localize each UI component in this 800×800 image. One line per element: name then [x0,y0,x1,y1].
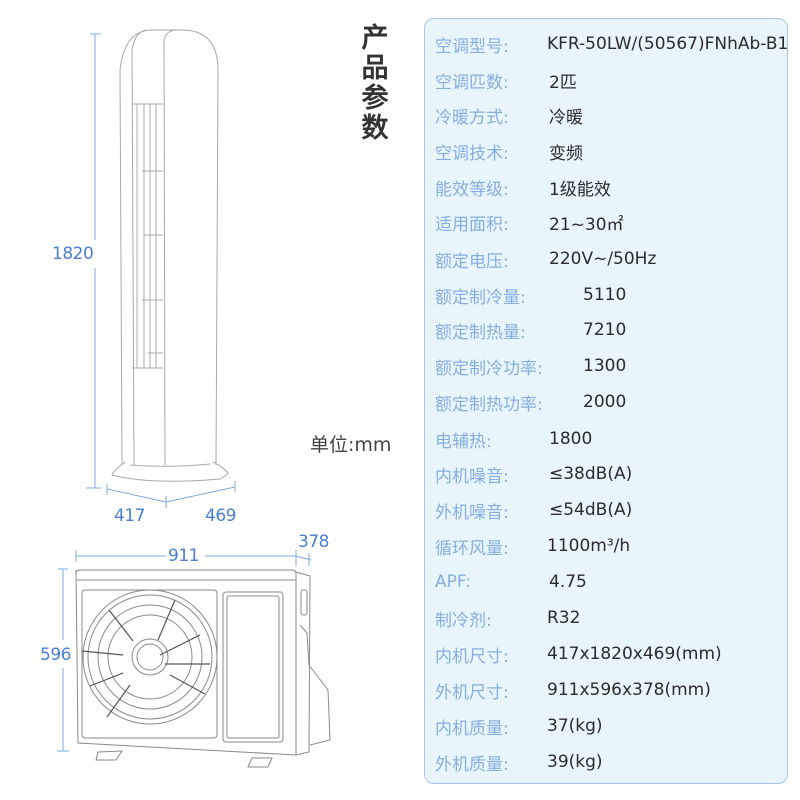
outdoor-dimension-lines [57,550,312,752]
spec-label: 空调型号: [435,36,509,57]
spec-value: 2匹 [549,72,577,93]
spec-row: 内机噪音: ≤38dB(A) [435,459,632,489]
spec-value: 5110 [583,285,627,305]
spec-label: APF: [435,572,472,592]
spec-value: 4.75 [549,572,587,592]
spec-value: 7210 [583,320,627,340]
spec-panel: 空调型号: KFR-50LW/(50567)FNhAb-B1 空调匹数: 2匹 冷暖… [424,18,788,784]
spec-value: 21~30㎡ [549,214,624,235]
spec-label: 内机尺寸: [435,646,509,667]
spec-row: 能效等级: 1级能效 [435,172,611,202]
spec-value: 1100m³/h [547,536,631,556]
spec-row: 外机质量: 39(kg) [435,747,603,777]
spec-row: 空调技术: 变频 [435,136,583,166]
dim-outdoor-width: 911 [168,546,199,566]
title-char: 数 [361,113,389,144]
spec-value: ≤38dB(A) [549,464,633,484]
spec-value: 2000 [583,392,627,412]
spec-label: 内机噪音: [435,466,509,487]
spec-row: 内机质量: 37(kg) [435,711,603,741]
spec-row: APF: 4.75 [435,567,587,597]
spec-value: 37(kg) [547,716,603,736]
outdoor-unit-drawing [75,569,331,768]
spec-label: 空调技术: [435,143,509,164]
spec-value: 变频 [549,143,583,164]
outdoor-fan-spokes [81,599,210,718]
spec-row: 外机噪音: ≤54dB(A) [435,495,632,525]
title-char: 参 [361,83,389,114]
spec-value: KFR-50LW/(50567)FNhAb-B1 [547,34,789,54]
unit-label: 单位:mm [310,434,392,456]
spec-value: 冷暖 [549,107,583,128]
dim-indoor-depth: 469 [205,506,236,526]
spec-value: R32 [547,608,581,628]
spec-label: 额定制热功率: [435,394,543,415]
dim-outdoor-height: 596 [40,645,71,665]
spec-label: 适用面积: [435,214,509,235]
indoor-dimension-lines [86,33,236,508]
spec-label: 额定制冷功率: [435,358,543,379]
spec-row: 外机尺寸: 911x596x378(mm) [435,675,711,705]
spec-label: 外机质量: [435,754,509,775]
spec-row: 循环风量: 1100m³/h [435,531,630,561]
spec-row: 额定电压: 220V~/50Hz [435,244,656,274]
spec-label: 空调匹数: [435,72,509,93]
spec-label: 外机尺寸: [435,682,509,703]
dim-outdoor-depth: 378 [298,532,329,552]
spec-value: 39(kg) [547,752,603,772]
spec-label: 制冷剂: [435,610,492,631]
spec-row: 内机尺寸: 417x1820x469(mm) [435,639,722,669]
spec-row: 电辅热: 1800 [435,424,592,454]
spec-row: 额定制冷功率: 1300 [435,351,626,381]
dim-indoor-width: 417 [114,506,145,526]
spec-label: 内机质量: [435,718,509,739]
spec-label: 电辅热: [435,431,492,452]
spec-row: 额定制冷量: 5110 [435,280,626,310]
spec-value: 1800 [549,429,593,449]
spec-label: 额定制冷量: [435,287,526,308]
spec-row: 制冷剂: R32 [435,603,580,633]
spec-label: 外机噪音: [435,502,509,523]
spec-value: 220V~/50Hz [549,249,657,269]
spec-label: 冷暖方式: [435,107,509,128]
spec-value: 417x1820x469(mm) [547,644,722,664]
spec-row: 冷暖方式: 冷暖 [435,100,583,130]
dim-indoor-height: 1820 [52,244,94,264]
page-title: 产 品 参 数 [360,24,390,144]
spec-label: 能效等级: [435,179,509,200]
spec-value: ≤54dB(A) [549,500,633,520]
spec-row: 适用面积: 21~30㎡ [435,207,624,237]
spec-value: 911x596x378(mm) [547,680,711,700]
spec-row: 额定制热功率: 2000 [435,387,626,417]
spec-row: 额定制热量: 7210 [435,315,626,345]
title-char: 产 [361,23,389,54]
spec-label: 额定制热量: [435,322,526,343]
spec-value: 1300 [583,356,627,376]
spec-label: 循环风量: [435,538,509,559]
spec-row: 空调型号: KFR-50LW/(50567)FNhAb-B1 [435,29,788,59]
title-char: 品 [361,53,389,84]
spec-row: 空调匹数: 2匹 [435,65,577,95]
spec-value: 1级能效 [549,179,611,200]
indoor-unit-drawing [111,29,229,482]
spec-label: 额定电压: [435,251,509,272]
